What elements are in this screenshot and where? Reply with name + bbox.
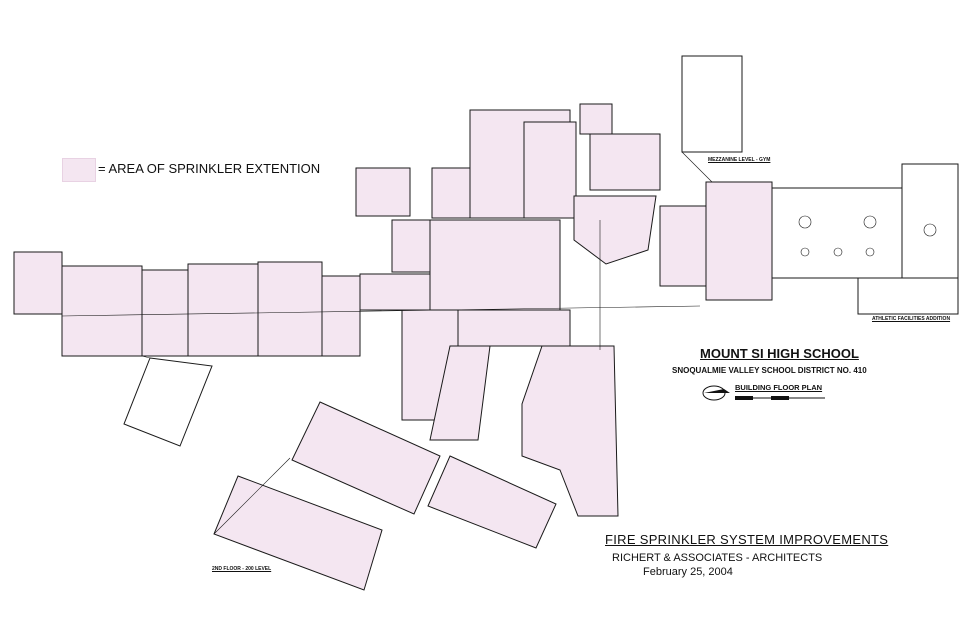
court-center-5 <box>833 247 843 257</box>
north-stair <box>579 103 613 135</box>
project-title: FIRE SPRINKLER SYSTEM IMPROVEMENTS <box>605 532 889 547</box>
court-center-6 <box>865 247 875 257</box>
central-core <box>429 219 561 311</box>
west-wing-block-d <box>257 261 323 357</box>
west-entry-b <box>391 219 431 273</box>
athletic-label: ATHLETIC FACILITIES ADDITION <box>872 316 951 322</box>
legend-text: = AREA OF SPRINKLER EXTENTION <box>98 161 321 176</box>
west-wing-block-c <box>187 263 259 357</box>
detached-room <box>123 357 213 447</box>
architect-name: RICHERT & ASSOCIATES - ARCHITECTS <box>612 552 823 564</box>
sprinkler-legend-swatch <box>62 158 96 182</box>
west-wing-block-f <box>359 273 431 311</box>
mezzanine-label: MEZZANINE LEVEL - GYM <box>708 157 771 163</box>
plan-date: February 25, 2004 <box>643 566 733 578</box>
second-floor-label: 2ND FLOOR - 200 LEVEL <box>212 566 272 572</box>
south-wing-middle <box>429 345 491 441</box>
detached-leader <box>141 355 151 359</box>
central-commons <box>573 195 657 265</box>
district-name: SNOQUALMIE VALLEY SCHOOL DISTRICT NO. 41… <box>672 366 867 375</box>
athletic-addition <box>901 163 959 279</box>
athletic-courts <box>771 187 903 279</box>
court-center-4 <box>800 247 810 257</box>
court-center-2 <box>863 215 877 229</box>
plan-label: BUILDING FLOOR PLAN <box>735 383 823 392</box>
auditorium <box>523 121 577 219</box>
west-wing-block-b <box>141 269 189 357</box>
gym-block <box>705 181 773 301</box>
second-floor-wing <box>213 475 383 591</box>
scale-bar-icon <box>735 396 825 400</box>
school-name: MOUNT SI HIGH SCHOOL <box>700 346 859 361</box>
north-east-rooms <box>589 133 661 191</box>
commons-east <box>659 205 707 287</box>
mezzanine-gym <box>681 55 743 153</box>
north-arrow-icon <box>702 385 730 401</box>
west-entry <box>355 167 411 217</box>
main-corridor <box>61 305 701 317</box>
court-center-3 <box>923 223 937 237</box>
south-corridor-block <box>457 309 571 347</box>
angled-wing-b <box>427 455 557 549</box>
athletic-addition-south <box>857 277 959 315</box>
west-wing-block-e <box>321 275 361 357</box>
angled-wing-a <box>291 401 441 515</box>
west-wing-block-a <box>61 265 143 357</box>
second-floor-leader <box>213 457 291 535</box>
court-center-1 <box>798 215 812 229</box>
central-north-rooms <box>431 167 477 219</box>
south-wing-east <box>521 345 619 517</box>
mezzanine-leader <box>681 151 713 183</box>
west-wing-end <box>13 251 63 315</box>
